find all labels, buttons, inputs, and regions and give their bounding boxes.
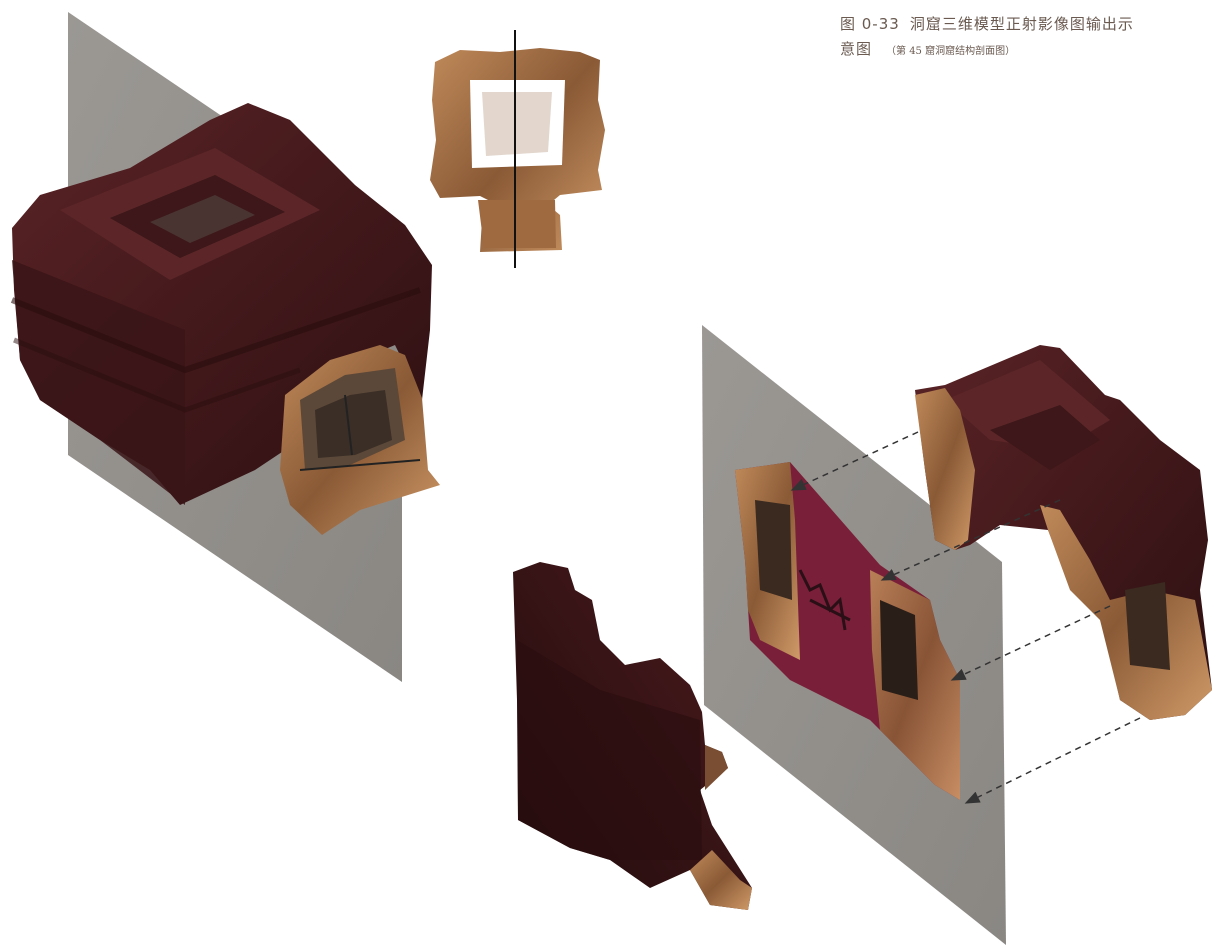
left-cave-model xyxy=(10,103,440,535)
figure-number: 图 0-33 xyxy=(840,15,900,33)
projection-arrow-1 xyxy=(790,431,919,491)
figure-caption: 图 0-33 洞窟三维模型正射影像图输出示 意图 （第 45 窟洞窟结构剖面图） xyxy=(840,12,1210,65)
caption-title-line1: 图 0-33 洞窟三维模型正射影像图输出示 xyxy=(840,12,1210,36)
top-plan-orthophoto xyxy=(430,30,605,268)
right-projection-group xyxy=(702,325,1006,945)
caption-title-text: 洞窟三维模型正射影像图输出示 xyxy=(909,15,1134,33)
caption-title-text-2: 意图 xyxy=(840,40,873,58)
caption-note: （第 45 窟洞窟结构剖面图） xyxy=(886,46,1016,57)
bottom-section-model xyxy=(513,562,752,910)
right-cave-model xyxy=(915,345,1212,720)
left-section-group xyxy=(10,12,440,682)
projection-arrows xyxy=(790,431,1141,804)
caption-title-line2: 意图 （第 45 窟洞窟结构剖面图） xyxy=(840,36,1210,65)
projection-arrow-3 xyxy=(950,605,1111,681)
projected-elevation-image xyxy=(735,462,960,800)
